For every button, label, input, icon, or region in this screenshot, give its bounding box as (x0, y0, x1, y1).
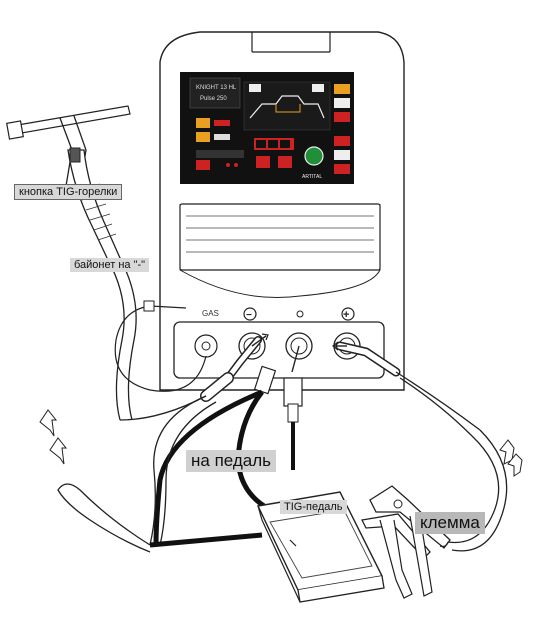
down-button[interactable] (256, 156, 270, 168)
tig-pedal-label: TIG-педаль (280, 500, 347, 514)
plus-sign: + (343, 309, 349, 321)
torch-trigger[interactable] (69, 147, 81, 163)
torch-head (11, 105, 131, 135)
arrow-icon (39, 409, 58, 437)
up-button[interactable] (278, 156, 292, 168)
brand-text: ARTITAL (302, 174, 322, 180)
arrow-icon (499, 439, 515, 465)
torch-handle (67, 149, 121, 261)
arrow-icon (49, 437, 68, 465)
vent-grille (179, 203, 381, 271)
model-line1: KNIGHT 13 HL (196, 85, 237, 91)
connector-panel (173, 321, 385, 379)
clamp-label: клемма (415, 512, 485, 534)
left-red-button[interactable] (196, 160, 210, 170)
arrow-icon (507, 453, 523, 477)
gas-label: GAS (202, 309, 219, 318)
adjust-knob[interactable] (304, 146, 324, 166)
minus-sign: − (246, 310, 252, 321)
to-pedal-label: на педаль (186, 450, 277, 472)
bayonet-label: байонет на "-" (70, 258, 150, 272)
model-line2: Pulse 250 (200, 96, 227, 102)
pedal-plug[interactable] (283, 377, 303, 407)
torch-button-label: кнопка TIG-горелки (14, 184, 123, 200)
